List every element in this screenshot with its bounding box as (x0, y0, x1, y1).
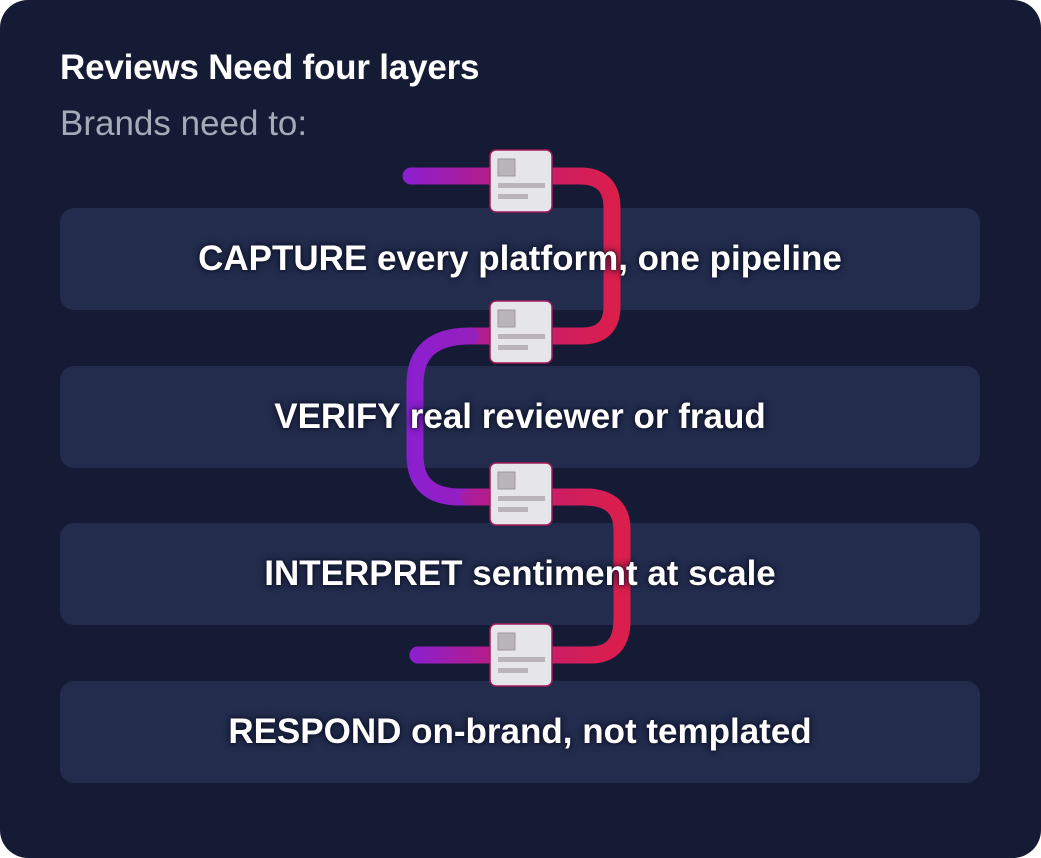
layer-verify: VERIFY real reviewer or fraud (60, 366, 980, 468)
review-card-icon (489, 623, 553, 687)
layer-capture: CAPTURE every platform, one pipeline (60, 208, 980, 310)
review-card-icon (489, 462, 553, 526)
layer-respond: RESPOND on-brand, not templated (60, 681, 980, 783)
layer-verify-label: VERIFY real reviewer or fraud (274, 397, 766, 436)
layer-interpret-label: INTERPRET sentiment at scale (264, 554, 776, 593)
review-card-icon (489, 149, 553, 213)
diagram-title: Reviews Need four layers (60, 48, 480, 87)
diagram-subtitle: Brands need to: (60, 104, 308, 143)
layer-interpret: INTERPRET sentiment at scale (60, 523, 980, 625)
layer-respond-label: RESPOND on-brand, not templated (228, 712, 812, 751)
layer-capture-label: CAPTURE every platform, one pipeline (198, 239, 842, 278)
review-card-icon (489, 300, 553, 364)
